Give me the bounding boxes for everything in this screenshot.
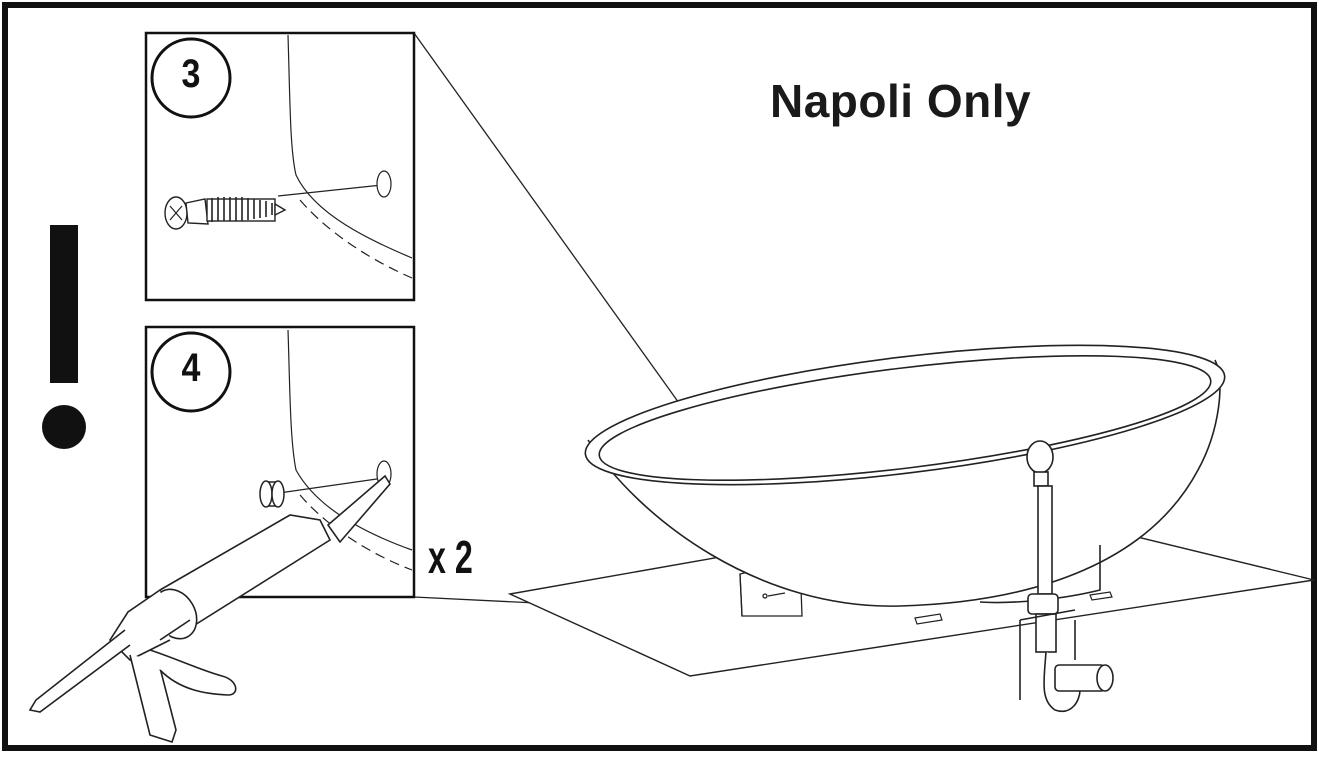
drain-pipe	[1019, 440, 1114, 713]
quantity-label: x 2	[428, 531, 473, 583]
caulk-gun-icon	[28, 474, 391, 744]
bathtub	[584, 344, 1226, 607]
step-4-number: 4	[181, 346, 201, 390]
step-3-number: 3	[181, 52, 201, 96]
step-3-badge	[150, 37, 232, 119]
floor-slots	[914, 591, 1113, 625]
screw-icon	[164, 196, 287, 230]
step-4-badge	[150, 331, 232, 413]
plug-icon	[259, 480, 285, 508]
step-3-detail	[277, 34, 413, 279]
title: Napoli Only	[770, 75, 1032, 127]
exclamation-icon	[42, 225, 86, 449]
